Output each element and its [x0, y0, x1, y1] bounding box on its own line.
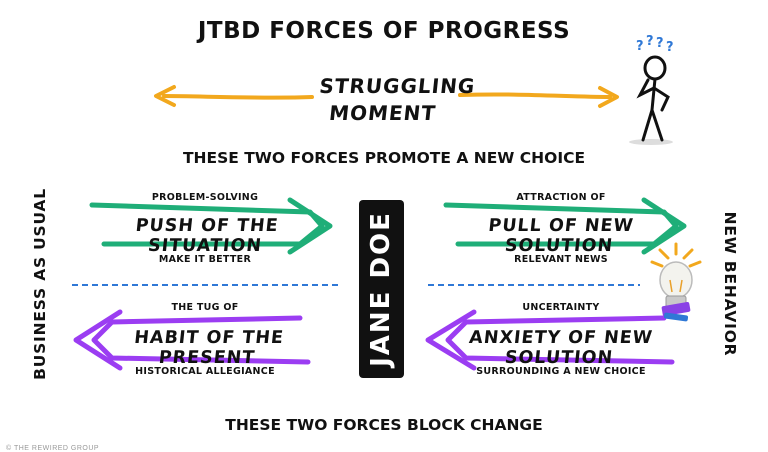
pull-above-label: ATTRACTION OF: [516, 192, 606, 203]
push-arrow: [89, 197, 333, 255]
struggling-moment-label: STRUGGLING MOMENT: [315, 73, 477, 127]
anxiety-force-name: ANXIETY OF NEW SOLUTION: [468, 328, 654, 368]
block-prefix: THESE TWO FORCES: [225, 416, 407, 434]
right-side-label: NEW BEHAVIOR: [721, 211, 739, 357]
anxiety-below-label: SURROUNDING A NEW CHOICE: [476, 366, 646, 377]
anxiety-arrow: [425, 309, 675, 371]
svg-text:?: ?: [666, 40, 674, 55]
center-persona-label: JANE DOE: [366, 211, 396, 367]
promote-prefix: THESE TWO FORCES PROMOTE: [182, 149, 457, 167]
push-force-name: PUSH OF THE SITUATION: [134, 216, 280, 256]
push-above-label: PROBLEM-SOLVING: [151, 192, 259, 203]
left-side-label: BUSINESS AS USUAL: [31, 188, 49, 380]
lightbulb-icon: [650, 242, 702, 322]
page-title: JTBD FORCES OF PROGRESS: [197, 18, 571, 44]
pull-below-label: RELEVANT NEWS: [514, 254, 608, 265]
struggling-line-1: STRUGGLING: [318, 74, 477, 98]
pull-force-name: PULL OF NEW SOLUTION: [487, 216, 635, 256]
habit-below-label: HISTORICAL ALLEGIANCE: [135, 366, 275, 377]
promote-emphasis: A NEW CHOICE: [456, 149, 586, 167]
block-emphasis: BLOCK CHANGE: [407, 416, 543, 434]
pull-arrow: [443, 197, 687, 255]
anxiety-above-label: UNCERTAINTY: [522, 302, 600, 313]
copyright-footer: © THE REWIRED GROUP: [6, 445, 100, 452]
habit-force-name: HABIT OF THE PRESENT: [133, 328, 285, 368]
orange-right-arrow: [458, 86, 619, 108]
promote-caption: THESE TWO FORCES PROMOTE A NEW CHOICE: [0, 149, 768, 167]
habit-arrow: [73, 309, 311, 371]
block-caption: THESE TWO FORCES BLOCK CHANGE: [0, 416, 768, 434]
push-below-label: MAKE IT BETTER: [158, 254, 252, 265]
center-persona-box: [359, 200, 404, 378]
svg-text:?: ?: [656, 36, 664, 51]
orange-left-arrow: [154, 85, 314, 107]
habit-above-label: THE TUG OF: [171, 302, 239, 313]
struggling-line-2: MOMENT: [327, 101, 438, 125]
svg-text:?: ?: [636, 39, 644, 54]
svg-text:?: ?: [646, 34, 654, 49]
confused-stick-figure-icon: ? ? ? ?: [629, 34, 674, 145]
